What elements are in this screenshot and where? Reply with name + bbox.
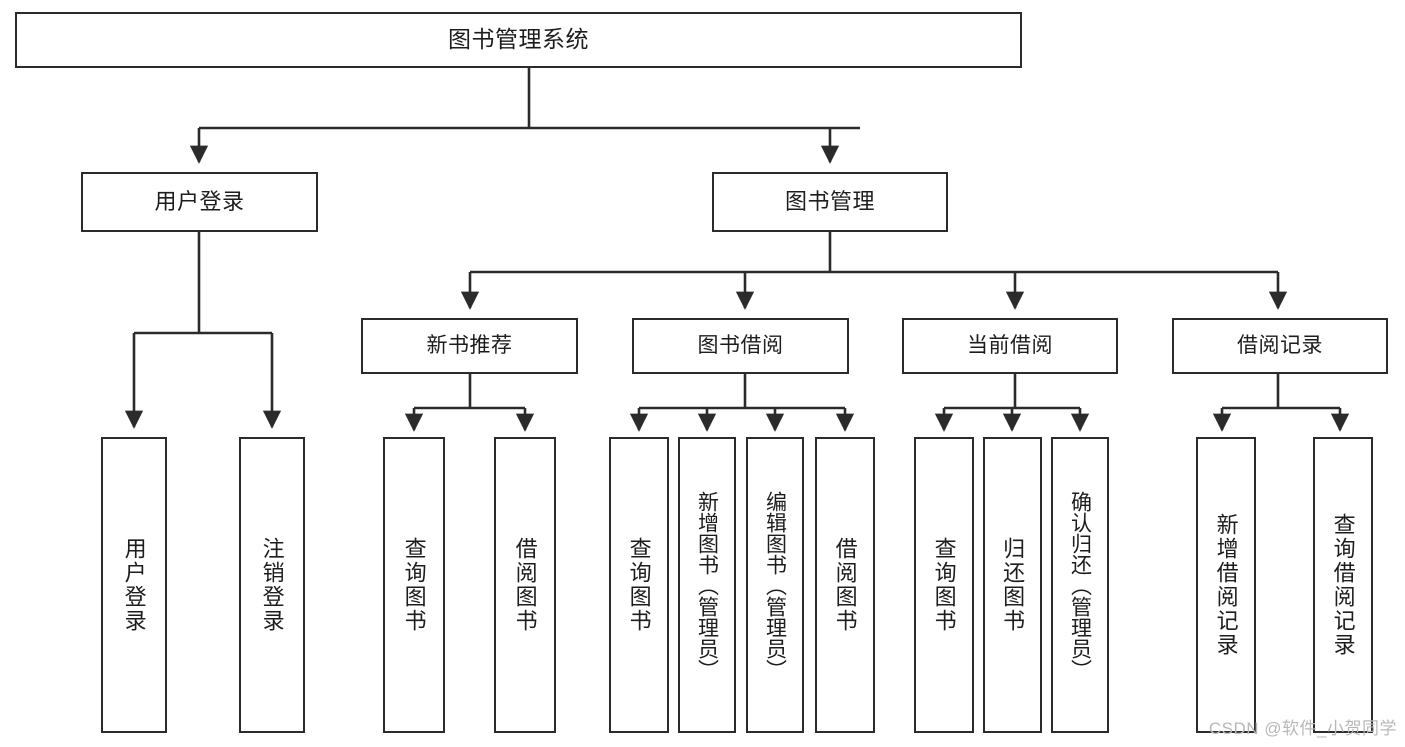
leaf-book-borrow-query[interactable]: 查询图书 xyxy=(609,437,669,733)
leaf-current-borrow-return[interactable]: 归还图书 xyxy=(983,437,1042,733)
leaf-book-borrow-edit[interactable]: 编辑图书（管理员） xyxy=(746,437,804,733)
node-book-manage[interactable]: 图书管理 xyxy=(712,172,948,232)
leaf-label: 查询图书 xyxy=(626,537,652,633)
leaf-user-login-logout[interactable]: 注销登录 xyxy=(239,437,305,733)
leaf-book-borrow-add[interactable]: 新增图书（管理员） xyxy=(678,437,736,733)
node-book-manage-label: 图书管理 xyxy=(784,189,875,215)
node-user-login[interactable]: 用户登录 xyxy=(81,172,318,232)
leaf-new-book-borrow[interactable]: 借阅图书 xyxy=(494,437,556,733)
leaf-borrow-record-query[interactable]: 查询借阅记录 xyxy=(1313,437,1373,733)
leaf-label: 编辑图书（管理员） xyxy=(763,490,787,680)
node-user-login-label: 用户登录 xyxy=(154,189,245,215)
leaf-borrow-record-add[interactable]: 新增借阅记录 xyxy=(1196,437,1256,733)
leaf-book-borrow-borrow[interactable]: 借阅图书 xyxy=(815,437,875,733)
node-borrow-record-label: 借阅记录 xyxy=(1237,333,1323,357)
node-root[interactable]: 图书管理系统 xyxy=(15,12,1022,68)
leaf-new-book-query[interactable]: 查询图书 xyxy=(383,437,445,733)
leaf-label: 查询借阅记录 xyxy=(1330,513,1356,657)
leaf-label: 新增借阅记录 xyxy=(1213,513,1239,657)
leaf-label: 借阅图书 xyxy=(512,537,538,633)
leaf-label: 借阅图书 xyxy=(832,537,858,633)
node-book-borrow[interactable]: 图书借阅 xyxy=(632,318,849,374)
leaf-label: 归还图书 xyxy=(1000,537,1026,633)
leaf-label: 确认归还（管理员） xyxy=(1068,490,1092,680)
node-root-label: 图书管理系统 xyxy=(448,26,589,53)
node-new-book-rec-label: 新书推荐 xyxy=(426,333,513,357)
node-current-borrow-label: 当前借阅 xyxy=(967,333,1053,357)
leaf-label: 新增图书（管理员） xyxy=(695,490,719,680)
leaf-user-login-login[interactable]: 用户登录 xyxy=(101,437,167,733)
leaf-label: 查询图书 xyxy=(931,537,957,633)
leaf-current-borrow-confirm[interactable]: 确认归还（管理员） xyxy=(1051,437,1109,733)
node-book-borrow-label: 图书借阅 xyxy=(697,333,784,357)
leaf-label: 查询图书 xyxy=(401,537,427,633)
leaf-current-borrow-query[interactable]: 查询图书 xyxy=(914,437,974,733)
leaf-label: 注销登录 xyxy=(259,537,285,633)
node-borrow-record[interactable]: 借阅记录 xyxy=(1172,318,1388,374)
leaf-label: 用户登录 xyxy=(121,537,147,633)
node-new-book-rec[interactable]: 新书推荐 xyxy=(361,318,578,374)
watermark: CSDN @软件_小贺同学 xyxy=(1208,719,1397,738)
node-current-borrow[interactable]: 当前借阅 xyxy=(902,318,1118,374)
